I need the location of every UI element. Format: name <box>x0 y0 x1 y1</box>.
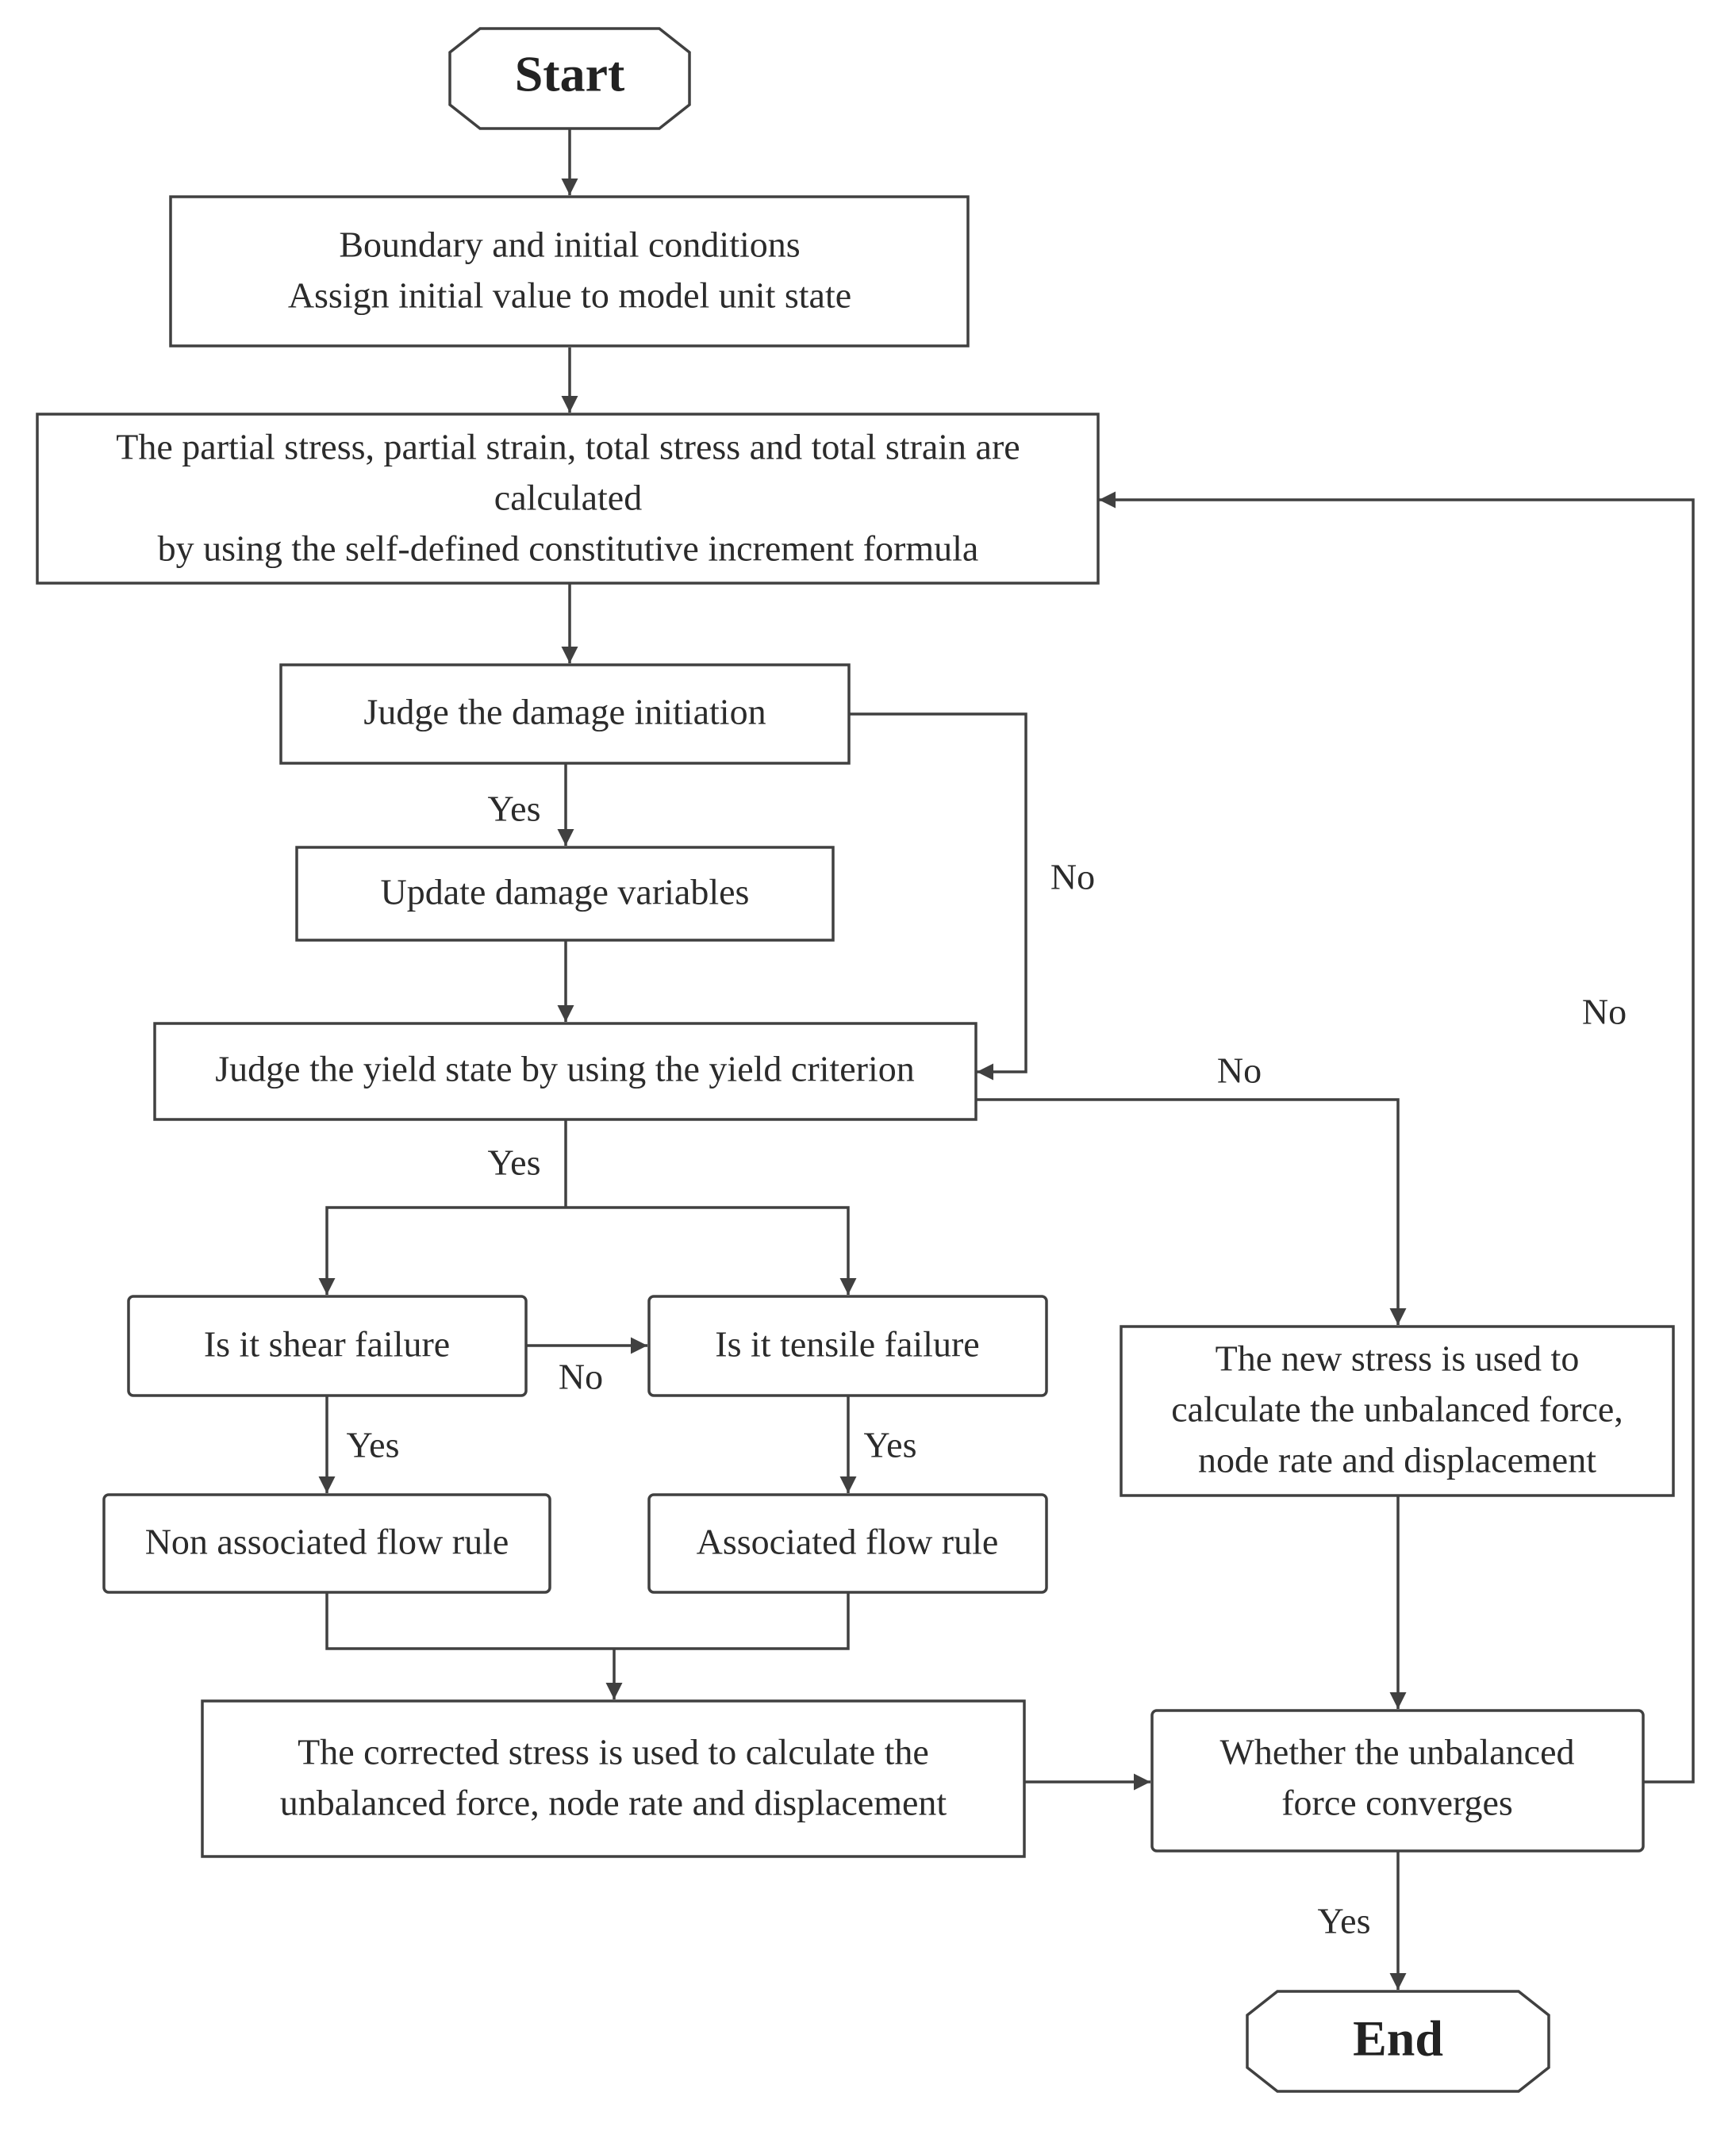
corrected-box: The corrected stress is used to calculat… <box>201 1699 1026 1858</box>
init-line-2: Assign initial value to model unit state <box>288 275 851 316</box>
converge-line-1: Whether the unbalanced <box>1220 1732 1575 1772</box>
start-terminal: Start <box>448 27 691 130</box>
corrected-line-1: The corrected stress is used to calculat… <box>298 1732 929 1772</box>
edge-labels: Yes No Yes No No Yes Yes No Yes <box>347 789 1627 1941</box>
calc-line-3: by using the self-defined constitutive i… <box>158 528 979 569</box>
update-damage-box: Update damage variables <box>295 846 835 942</box>
update-damage-label: Update damage variables <box>381 872 750 912</box>
new-stress-line-2: calculate the unbalanced force, <box>1171 1389 1623 1430</box>
label-converge-yes: Yes <box>1318 1901 1371 1941</box>
edge-flowrules-merge <box>325 1593 850 1650</box>
damage-judge-box: Judge the damage initiation <box>279 663 851 765</box>
label-yield-yes: Yes <box>488 1142 541 1183</box>
calc-line-2: calculated <box>494 478 642 518</box>
label-shear-yes: Yes <box>347 1425 400 1465</box>
edge-split-tensile <box>566 1206 857 1295</box>
new-stress-line-3: node rate and displacement <box>1198 1440 1596 1480</box>
damage-judge-label: Judge the damage initiation <box>363 692 766 732</box>
assoc-label: Associated flow rule <box>697 1522 999 1562</box>
shear-label: Is it shear failure <box>204 1324 450 1365</box>
assoc-box: Associated flow rule <box>647 1493 1048 1594</box>
edge-converge-no-calc <box>1099 491 1695 1784</box>
connectors <box>318 129 1695 1990</box>
corrected-line-2: unbalanced force, node rate and displace… <box>280 1783 947 1823</box>
calc-line-1: The partial stress, partial strain, tota… <box>116 427 1020 467</box>
label-damage-yes: Yes <box>488 789 541 829</box>
start-label: Start <box>515 46 625 102</box>
edge-split-shear <box>318 1206 566 1295</box>
end-label: End <box>1353 2010 1443 2067</box>
edge-yield-no-newstress <box>977 1098 1407 1325</box>
label-converge-no: No <box>1582 992 1627 1032</box>
init-box: Boundary and initial conditions Assign i… <box>169 195 970 347</box>
tensile-box: Is it tensile failure <box>647 1295 1048 1397</box>
label-yield-no: No <box>1217 1050 1262 1091</box>
yield-judge-box: Judge the yield state by using the yield… <box>153 1022 977 1121</box>
new-stress-box: The new stress is used to calculate the … <box>1120 1325 1675 1497</box>
calc-box: The partial stress, partial strain, tota… <box>36 413 1100 585</box>
new-stress-line-1: The new stress is used to <box>1216 1338 1580 1379</box>
edge-damage-no-yield <box>850 712 1027 1081</box>
label-tensile-yes: Yes <box>864 1425 917 1465</box>
converge-line-2: force converges <box>1281 1783 1513 1823</box>
non-assoc-box: Non associated flow rule <box>102 1493 551 1594</box>
label-damage-no: No <box>1050 857 1095 897</box>
label-shear-no: No <box>559 1357 603 1397</box>
tensile-label: Is it tensile failure <box>715 1324 979 1365</box>
shear-box: Is it shear failure <box>127 1295 528 1397</box>
yield-judge-label: Judge the yield state by using the yield… <box>215 1049 914 1089</box>
init-line-1: Boundary and initial conditions <box>339 225 800 265</box>
non-assoc-label: Non associated flow rule <box>145 1522 509 1562</box>
converge-box: Whether the unbalanced force converges <box>1150 1709 1645 1853</box>
end-terminal: End <box>1246 1990 1550 2093</box>
